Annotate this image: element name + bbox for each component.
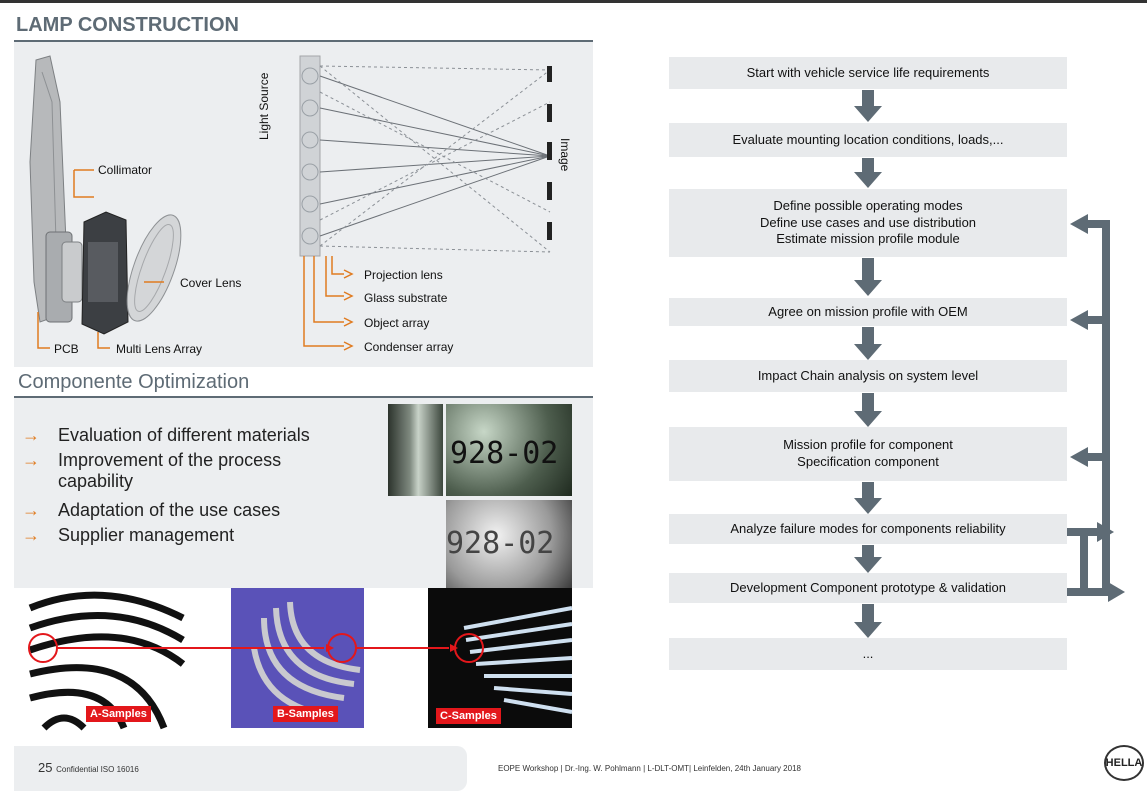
bullet-item: → Adaptation of the use cases [22, 500, 382, 521]
bullet-text: Evaluation of different materials [58, 425, 310, 445]
lamp-drawing [29, 55, 552, 351]
label-collimator: Collimator [98, 163, 153, 177]
flow-step-3: Define possible operating modes Define u… [669, 189, 1067, 257]
sample-images [28, 588, 573, 731]
label-multi-lens-array: Multi Lens Array [116, 342, 203, 356]
lamp-construction-title: LAMP CONSTRUCTION [16, 14, 239, 36]
down-arrow-icon [854, 482, 882, 514]
bullet-item: → Supplier management [22, 525, 382, 546]
b-samples-label: B-Samples [273, 706, 338, 722]
label-condenser-array: Condenser array [364, 340, 454, 354]
hella-logo: HELLA [1104, 745, 1144, 781]
down-arrow-icon [854, 158, 882, 188]
arrow-right-icon: → [22, 425, 40, 445]
material-photo [388, 404, 443, 496]
down-arrow-icon [854, 327, 882, 360]
bullet-text: Improvement of the process capability [58, 450, 282, 491]
footer-page-info: 25 Confidential ISO 16016 [38, 760, 139, 775]
flow-step-8: Development Component prototype & valida… [669, 573, 1067, 603]
down-arrow-icon [854, 545, 882, 573]
down-arrow-icon [854, 604, 882, 638]
lens-photo-green: 928-02 [446, 404, 572, 496]
flow-step-2: Evaluate mounting location conditions, l… [669, 123, 1067, 157]
label-image: Image [558, 138, 572, 172]
label-projection-lens: Projection lens [364, 268, 443, 282]
label-light-source: Light Source [257, 72, 271, 140]
right-arrow-icon [1097, 522, 1114, 542]
optimization-title-rule [14, 396, 593, 398]
flow-step-7: Analyze failure modes for components rel… [669, 514, 1067, 544]
c-samples-label: C-Samples [436, 708, 501, 724]
bullet-item: → Improvement of the process capability [22, 450, 382, 492]
optimization-title: Componente Optimization [18, 371, 250, 393]
a-samples-label: A-Samples [86, 706, 151, 722]
label-glass-substrate: Glass substrate [364, 291, 448, 305]
right-arrow-icon [1108, 582, 1125, 602]
arrow-right-icon: → [22, 450, 40, 470]
flow-arrows [854, 90, 1125, 638]
bullet-text: Supplier management [58, 525, 235, 545]
page-number: 25 [38, 760, 53, 775]
bullet-text: Adaptation of the use cases [58, 500, 281, 520]
light-source-array [299, 55, 321, 257]
lamp-title-rule [14, 40, 593, 42]
lens-photo-gray: 928-02 [446, 500, 572, 588]
down-arrow-icon [854, 90, 882, 122]
left-arrow-icon [1070, 214, 1088, 234]
arrow-right-icon: → [22, 525, 40, 545]
down-arrow-icon [854, 393, 882, 427]
flow-step-1: Start with vehicle service life requirem… [669, 57, 1067, 89]
left-arrow-icon [1070, 310, 1088, 330]
footer-event-line: EOPE Workshop | Dr.-Ing. W. Pohlmann | L… [498, 764, 801, 773]
footer-bar [14, 746, 467, 791]
cover-lens-shape [126, 214, 182, 322]
flow-step-9: ... [669, 638, 1067, 670]
down-arrow-icon [854, 258, 882, 296]
label-cover-lens: Cover Lens [180, 276, 242, 290]
label-object-array: Object array [364, 316, 430, 330]
flow-step-5: Impact Chain analysis on system level [669, 360, 1067, 392]
flow-step-4: Agree on mission profile with OEM [669, 298, 1067, 326]
confidential-note: Confidential ISO 16016 [56, 765, 139, 774]
left-arrow-icon [1070, 447, 1088, 467]
flow-step-6: Mission profile for component Specificat… [669, 427, 1067, 481]
top-rule [0, 0, 1147, 3]
optimization-bullets: → Evaluation of different materials → Im… [22, 425, 382, 546]
bullet-item: → Evaluation of different materials [22, 425, 382, 446]
label-pcb: PCB [54, 342, 79, 356]
image-plane [547, 66, 552, 240]
arrow-right-icon: → [22, 500, 40, 520]
